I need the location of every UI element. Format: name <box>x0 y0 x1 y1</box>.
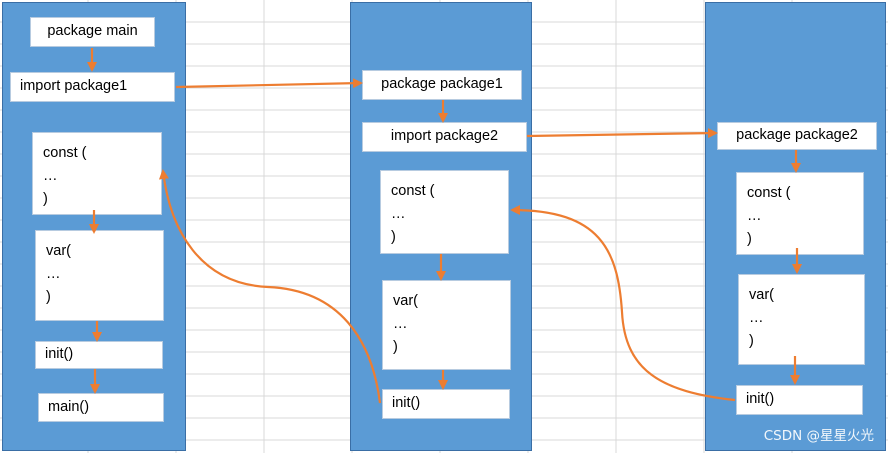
arrow-import-package1 <box>175 78 363 89</box>
const-line-3: ) <box>43 191 48 207</box>
package1-header: package package1 <box>362 70 522 100</box>
main-func-box: main() <box>38 393 164 422</box>
package-main-header: package main <box>30 17 155 47</box>
package2-header: package package2 <box>717 122 877 150</box>
package2-const-block: const ( … ) <box>736 172 864 255</box>
var-line-1: var( <box>393 293 418 309</box>
var-line-2: … <box>393 316 408 332</box>
arrow-pkg2-init-return <box>510 205 736 402</box>
const-line-2: … <box>747 208 762 224</box>
const-line-2: … <box>391 206 406 222</box>
var-line-3: ) <box>749 333 754 349</box>
import-package1-box: import package1 <box>10 72 175 102</box>
const-line-1: const ( <box>43 145 87 161</box>
const-line-2: … <box>43 168 58 184</box>
var-line-2: … <box>46 266 61 282</box>
var-line-1: var( <box>749 287 774 303</box>
main-const-block: const ( … ) <box>32 132 162 215</box>
main-var-block: var( … ) <box>35 230 164 321</box>
arrow-pkg1-init-return <box>158 169 382 404</box>
import-package2-box: import package2 <box>362 122 527 152</box>
const-line-1: const ( <box>391 183 435 199</box>
package1-var-block: var( … ) <box>382 280 511 370</box>
var-line-1: var( <box>46 243 71 259</box>
package2-var-block: var( … ) <box>738 274 865 365</box>
const-line-3: ) <box>391 229 396 245</box>
main-init-box: init() <box>35 341 163 369</box>
package2-init-box: init() <box>736 385 863 415</box>
arrow-import-package2 <box>526 128 718 139</box>
csdn-watermark: CSDN @星星火光 <box>763 428 874 444</box>
var-line-3: ) <box>46 289 51 305</box>
var-line-3: ) <box>393 339 398 355</box>
package1-const-block: const ( … ) <box>380 170 509 254</box>
var-line-2: … <box>749 310 764 326</box>
const-line-3: ) <box>747 231 752 247</box>
const-line-1: const ( <box>747 185 791 201</box>
